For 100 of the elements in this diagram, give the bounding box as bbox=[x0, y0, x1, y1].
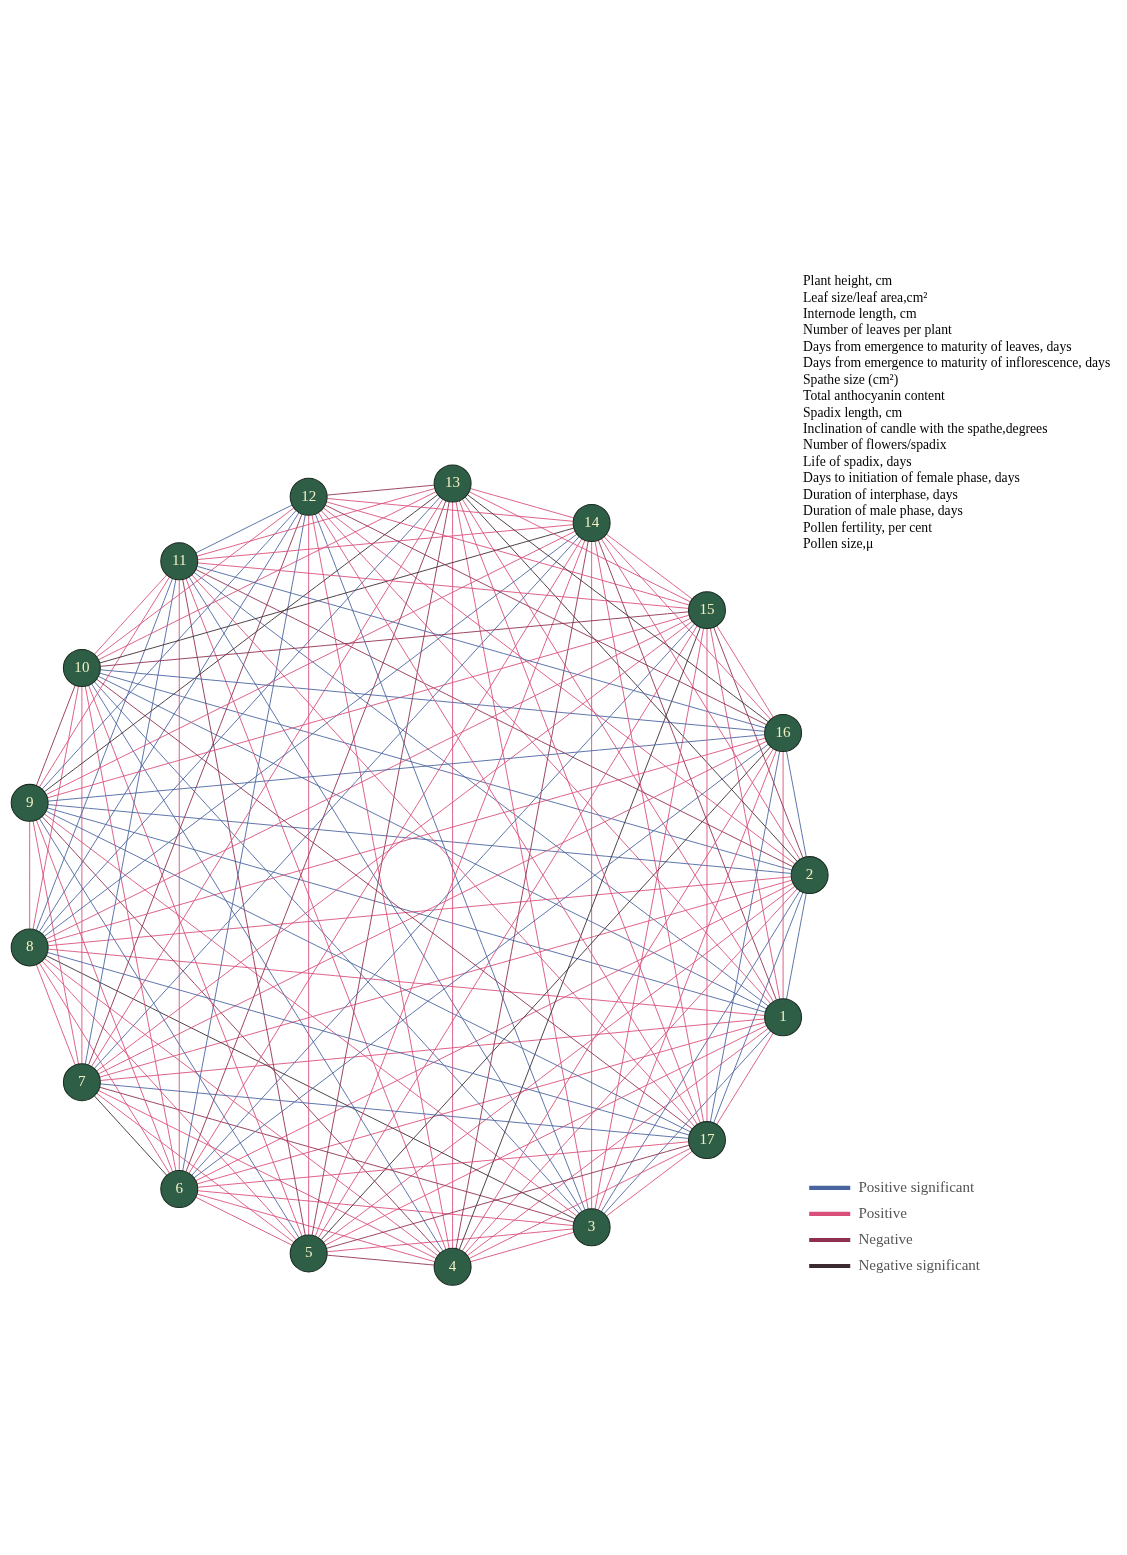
node-circle: 14 bbox=[572, 503, 611, 542]
legend-label: Negative bbox=[858, 1230, 913, 1247]
node-circle: 13 bbox=[433, 463, 472, 502]
label: Days from emergence to maturity of leaves, days bbox=[803, 338, 1072, 354]
connector bbox=[84, 685, 177, 1171]
connector bbox=[178, 579, 180, 1171]
connector bbox=[44, 957, 439, 1256]
connector bbox=[182, 578, 306, 1236]
label: Life of spadix, days bbox=[803, 453, 912, 469]
connector bbox=[98, 490, 437, 660]
label: Inclination of candle with the spathe,degrees bbox=[803, 420, 1048, 436]
connector bbox=[196, 1193, 436, 1262]
connector bbox=[39, 511, 300, 932]
connector bbox=[713, 626, 804, 858]
connector bbox=[320, 509, 771, 1004]
connector bbox=[452, 501, 454, 1249]
connector bbox=[47, 614, 690, 798]
label: Duration of interphase, days bbox=[803, 486, 958, 502]
connector bbox=[326, 484, 435, 496]
connector bbox=[96, 507, 295, 657]
connector bbox=[29, 820, 31, 929]
connector bbox=[706, 627, 708, 1122]
connector bbox=[197, 562, 689, 609]
connector bbox=[786, 892, 807, 999]
node-circle: 8 bbox=[10, 927, 49, 966]
connector bbox=[196, 565, 766, 728]
connector bbox=[99, 672, 793, 870]
connector bbox=[35, 577, 173, 930]
connector bbox=[195, 882, 794, 1181]
connector bbox=[94, 535, 580, 1069]
connector bbox=[308, 514, 310, 1235]
connector bbox=[468, 490, 691, 602]
connector bbox=[44, 493, 439, 792]
connector bbox=[318, 511, 698, 1125]
label: Plant height, cm bbox=[803, 272, 893, 288]
connector bbox=[39, 576, 170, 787]
connector bbox=[91, 682, 444, 1251]
connector bbox=[195, 1196, 293, 1246]
connector bbox=[81, 685, 83, 1064]
label: Duration of male phase, days bbox=[803, 502, 963, 518]
legend-label: Negative significant bbox=[858, 1256, 981, 1273]
connector bbox=[35, 684, 76, 786]
connector bbox=[46, 530, 576, 795]
connector bbox=[93, 573, 168, 655]
connector bbox=[470, 487, 575, 518]
connector bbox=[458, 500, 701, 1123]
connector bbox=[713, 891, 804, 1123]
connector bbox=[47, 875, 792, 946]
connector bbox=[47, 951, 690, 1135]
connector bbox=[98, 740, 767, 1074]
connector bbox=[96, 678, 693, 1129]
connector bbox=[32, 685, 79, 929]
connector bbox=[326, 497, 574, 522]
connector bbox=[84, 578, 177, 1064]
node-circle: 16 bbox=[764, 713, 803, 752]
connector bbox=[41, 815, 441, 1253]
connector bbox=[47, 803, 792, 874]
connector bbox=[96, 1092, 295, 1243]
label: Days from emergence to maturity of inflorescence, days bbox=[803, 354, 1111, 370]
label: Leaf size/leaf area,cm² bbox=[803, 289, 928, 305]
node-circle: 3 bbox=[572, 1207, 611, 1246]
label: Days to initiation of female phase, days bbox=[803, 469, 1020, 485]
connector bbox=[591, 540, 593, 1209]
connector bbox=[606, 533, 693, 599]
label: Spathe size (cm²) bbox=[803, 371, 899, 387]
legend-label: Positive bbox=[858, 1204, 907, 1221]
label: Total anthocyanin content bbox=[803, 387, 945, 403]
connector bbox=[44, 813, 578, 1216]
connector bbox=[193, 743, 769, 1178]
connector bbox=[185, 500, 447, 1172]
connector bbox=[466, 1027, 769, 1256]
connector bbox=[96, 620, 693, 1071]
connector bbox=[41, 496, 441, 934]
connector bbox=[32, 820, 79, 1064]
connector bbox=[318, 625, 698, 1238]
connector bbox=[597, 749, 777, 1210]
connector bbox=[197, 1140, 689, 1188]
connector bbox=[191, 574, 695, 1127]
connector bbox=[182, 514, 306, 1171]
node-circle: 12 bbox=[289, 477, 328, 516]
connector bbox=[197, 1189, 574, 1226]
connector bbox=[600, 537, 801, 860]
connector bbox=[320, 745, 772, 1240]
node-circle: 10 bbox=[62, 648, 101, 687]
connector bbox=[462, 748, 774, 1251]
node-circle: 15 bbox=[688, 590, 726, 629]
node-circle: 2 bbox=[790, 855, 829, 894]
connector bbox=[324, 1024, 767, 1246]
connector bbox=[185, 577, 447, 1250]
connector bbox=[324, 504, 767, 725]
connector bbox=[458, 626, 701, 1250]
label: Number of flowers/spadix bbox=[803, 436, 947, 452]
connector bbox=[594, 627, 704, 1209]
connector bbox=[606, 1150, 693, 1216]
connector bbox=[597, 539, 777, 1000]
label: Pollen fertility, per cent bbox=[803, 519, 932, 535]
connector bbox=[716, 1032, 774, 1125]
connector bbox=[99, 527, 575, 663]
connector bbox=[47, 733, 765, 802]
connector bbox=[88, 513, 303, 1065]
